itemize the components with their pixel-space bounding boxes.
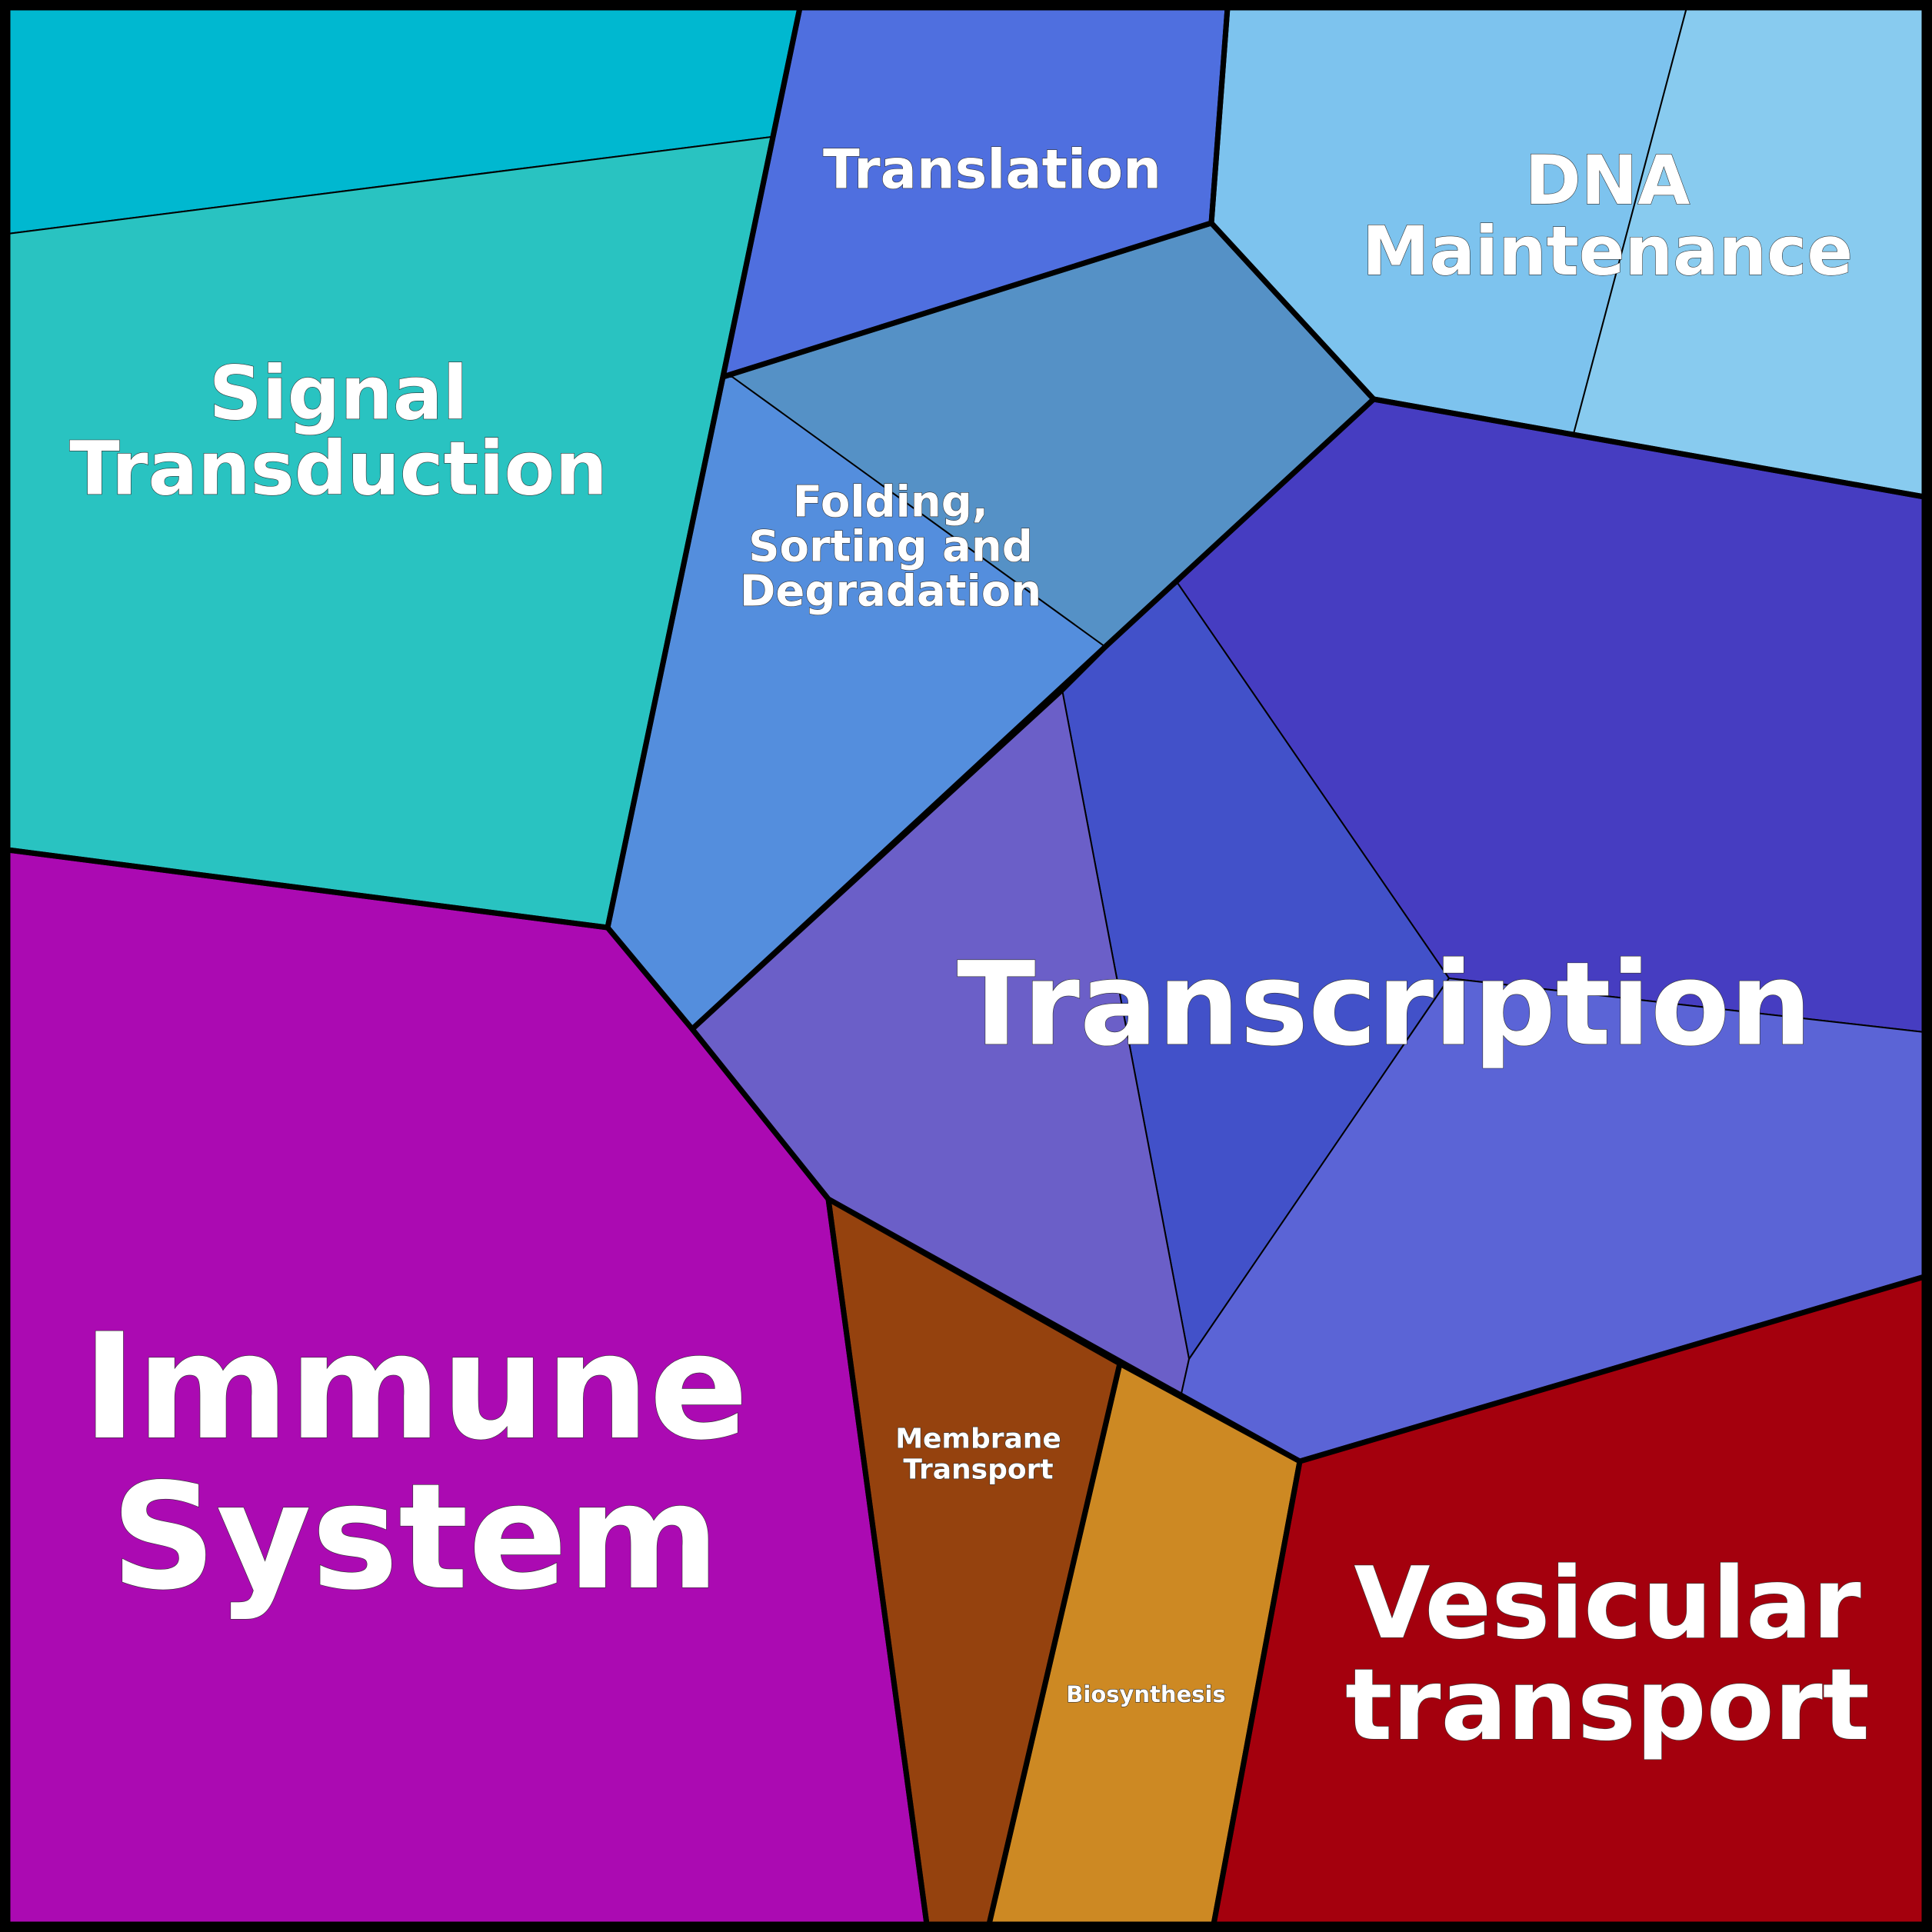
label-line: Transduction [69,426,608,512]
label-line: Transcription [957,938,1812,1072]
label-line: Vesicular [1354,1547,1860,1661]
group-label-translation: Translation [823,138,1161,202]
label-line: transport [1345,1648,1870,1763]
label-line: Membrane [895,1424,1061,1455]
label-line: System [111,1452,719,1622]
label-line: Signal [209,351,468,437]
label-line: Folding, [793,478,988,528]
group-label-transcription: Transcription [957,938,1812,1072]
label-line: Immune [82,1302,748,1472]
label-line: Transport [903,1454,1053,1486]
label-line: DNA [1525,141,1690,220]
label-line: Degradation [740,567,1041,617]
label-line: Maintenance [1362,212,1853,291]
label-line: Biosynthesis [1066,1681,1225,1707]
group-label-biosynthesis: Biosynthesis [1066,1681,1225,1707]
cells-layer [7,7,1925,1925]
label-line: Sorting and [748,522,1033,572]
label-line: Translation [823,138,1161,202]
